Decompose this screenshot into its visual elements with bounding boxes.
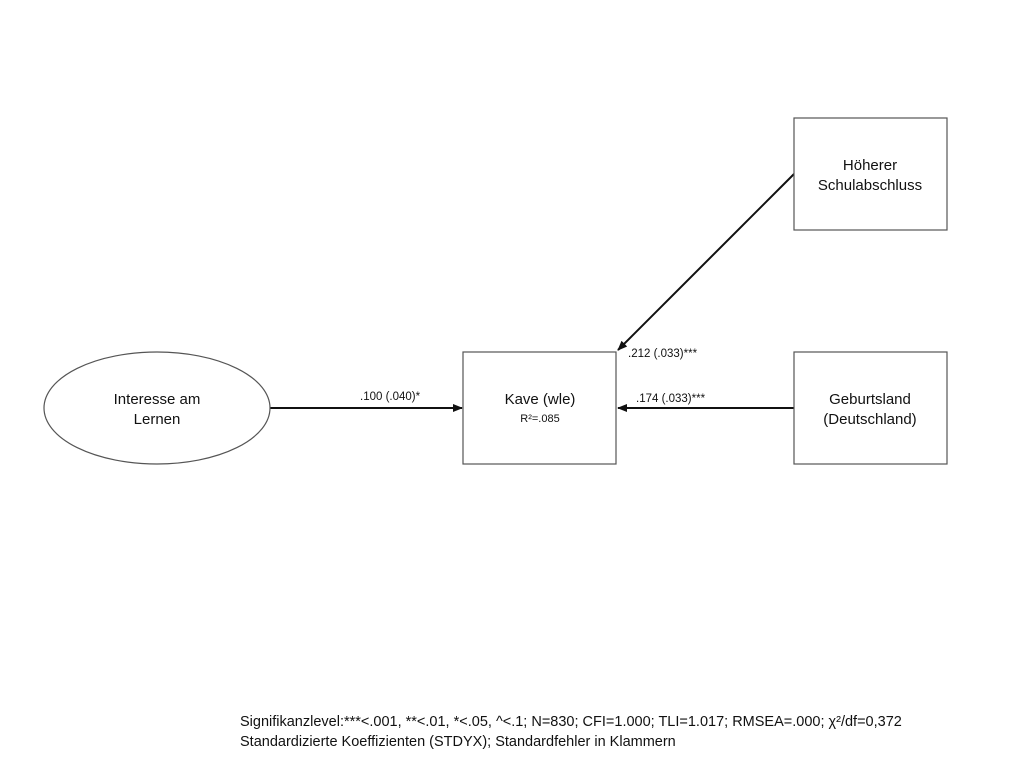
edge-label-interesse-kave: .100 (.040)* bbox=[360, 391, 421, 403]
node-schulabschluss-line-2: Schulabschluss bbox=[818, 177, 922, 194]
node-geburtsland-line-1: Geburtsland bbox=[829, 391, 911, 408]
footnote: Signifikanzlevel:***<.001, **<.01, *<.05… bbox=[240, 712, 902, 752]
node-hoeherer-schulabschluss: Höherer Schulabschluss bbox=[793, 117, 948, 231]
edge-label-geburtsland-kave: .174 (.033)*** bbox=[636, 393, 706, 405]
node-interesse-line-2: Lernen bbox=[134, 411, 181, 428]
edge-label-schulabschluss-kave: .212 (.033)*** bbox=[628, 348, 698, 360]
node-geburtsland: Geburtsland (Deutschland) bbox=[793, 351, 948, 465]
node-interesse-line-1: Interesse am bbox=[114, 391, 201, 408]
node-kave-r-squared: R²=.085 bbox=[520, 413, 559, 425]
node-schulabschluss-line-1: Höherer bbox=[843, 157, 897, 174]
node-kave: Kave (wle) R²=.085 bbox=[462, 351, 617, 465]
edge-schulabschluss-to-kave bbox=[617, 173, 795, 351]
footnote-fit-statistics: Signifikanzlevel:***<.001, **<.01, *<.05… bbox=[240, 714, 902, 730]
footnote-coefficient-note: Standardizierte Koeffizienten (STDYX); S… bbox=[240, 734, 676, 750]
node-interesse-am-lernen: Interesse am Lernen bbox=[43, 351, 271, 465]
node-geburtsland-line-2: (Deutschland) bbox=[823, 411, 916, 428]
node-kave-line-1: Kave (wle) bbox=[505, 391, 576, 408]
